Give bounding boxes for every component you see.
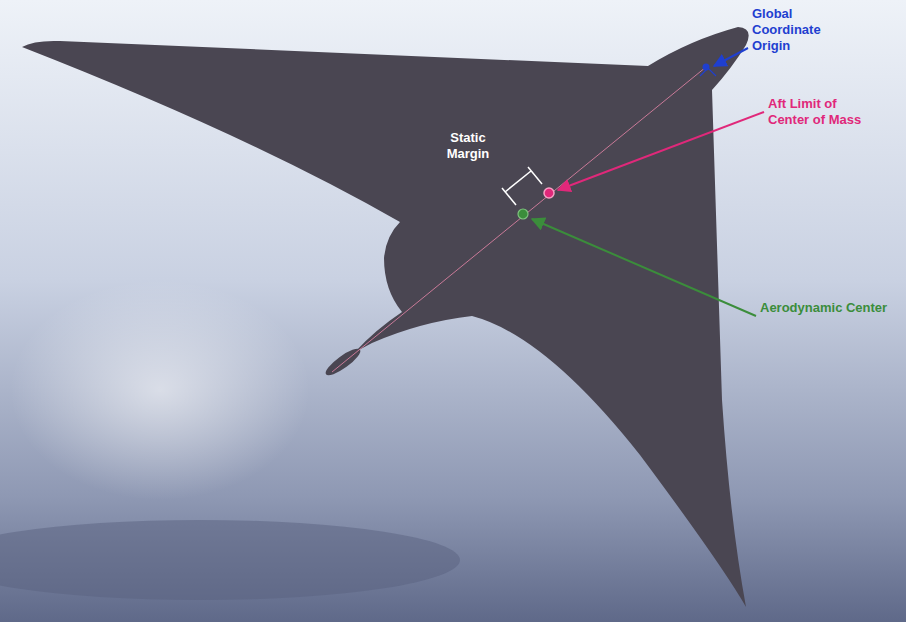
origin-label: Global Coordinate Origin: [752, 6, 842, 54]
aerodynamic-center-dot: [518, 209, 528, 219]
origin-axes: [700, 68, 716, 76]
reference-axis: [332, 67, 706, 372]
leader-arrow: [532, 219, 756, 316]
flying-wing: [22, 27, 749, 607]
leader-arrow: [714, 48, 748, 66]
aerodynamic-center-label: Aerodynamic Center: [760, 300, 900, 316]
center-of-mass-dot: [544, 188, 554, 198]
static-margin-label: Static Margin: [440, 130, 496, 162]
static-margin-bracket: [502, 167, 542, 205]
tail-pod: [322, 345, 363, 379]
leader-arrow: [558, 112, 764, 190]
sun-glow: [10, 280, 310, 500]
center-of-mass-label: Aft Limit of Center of Mass: [768, 96, 880, 128]
haze: [0, 520, 460, 600]
